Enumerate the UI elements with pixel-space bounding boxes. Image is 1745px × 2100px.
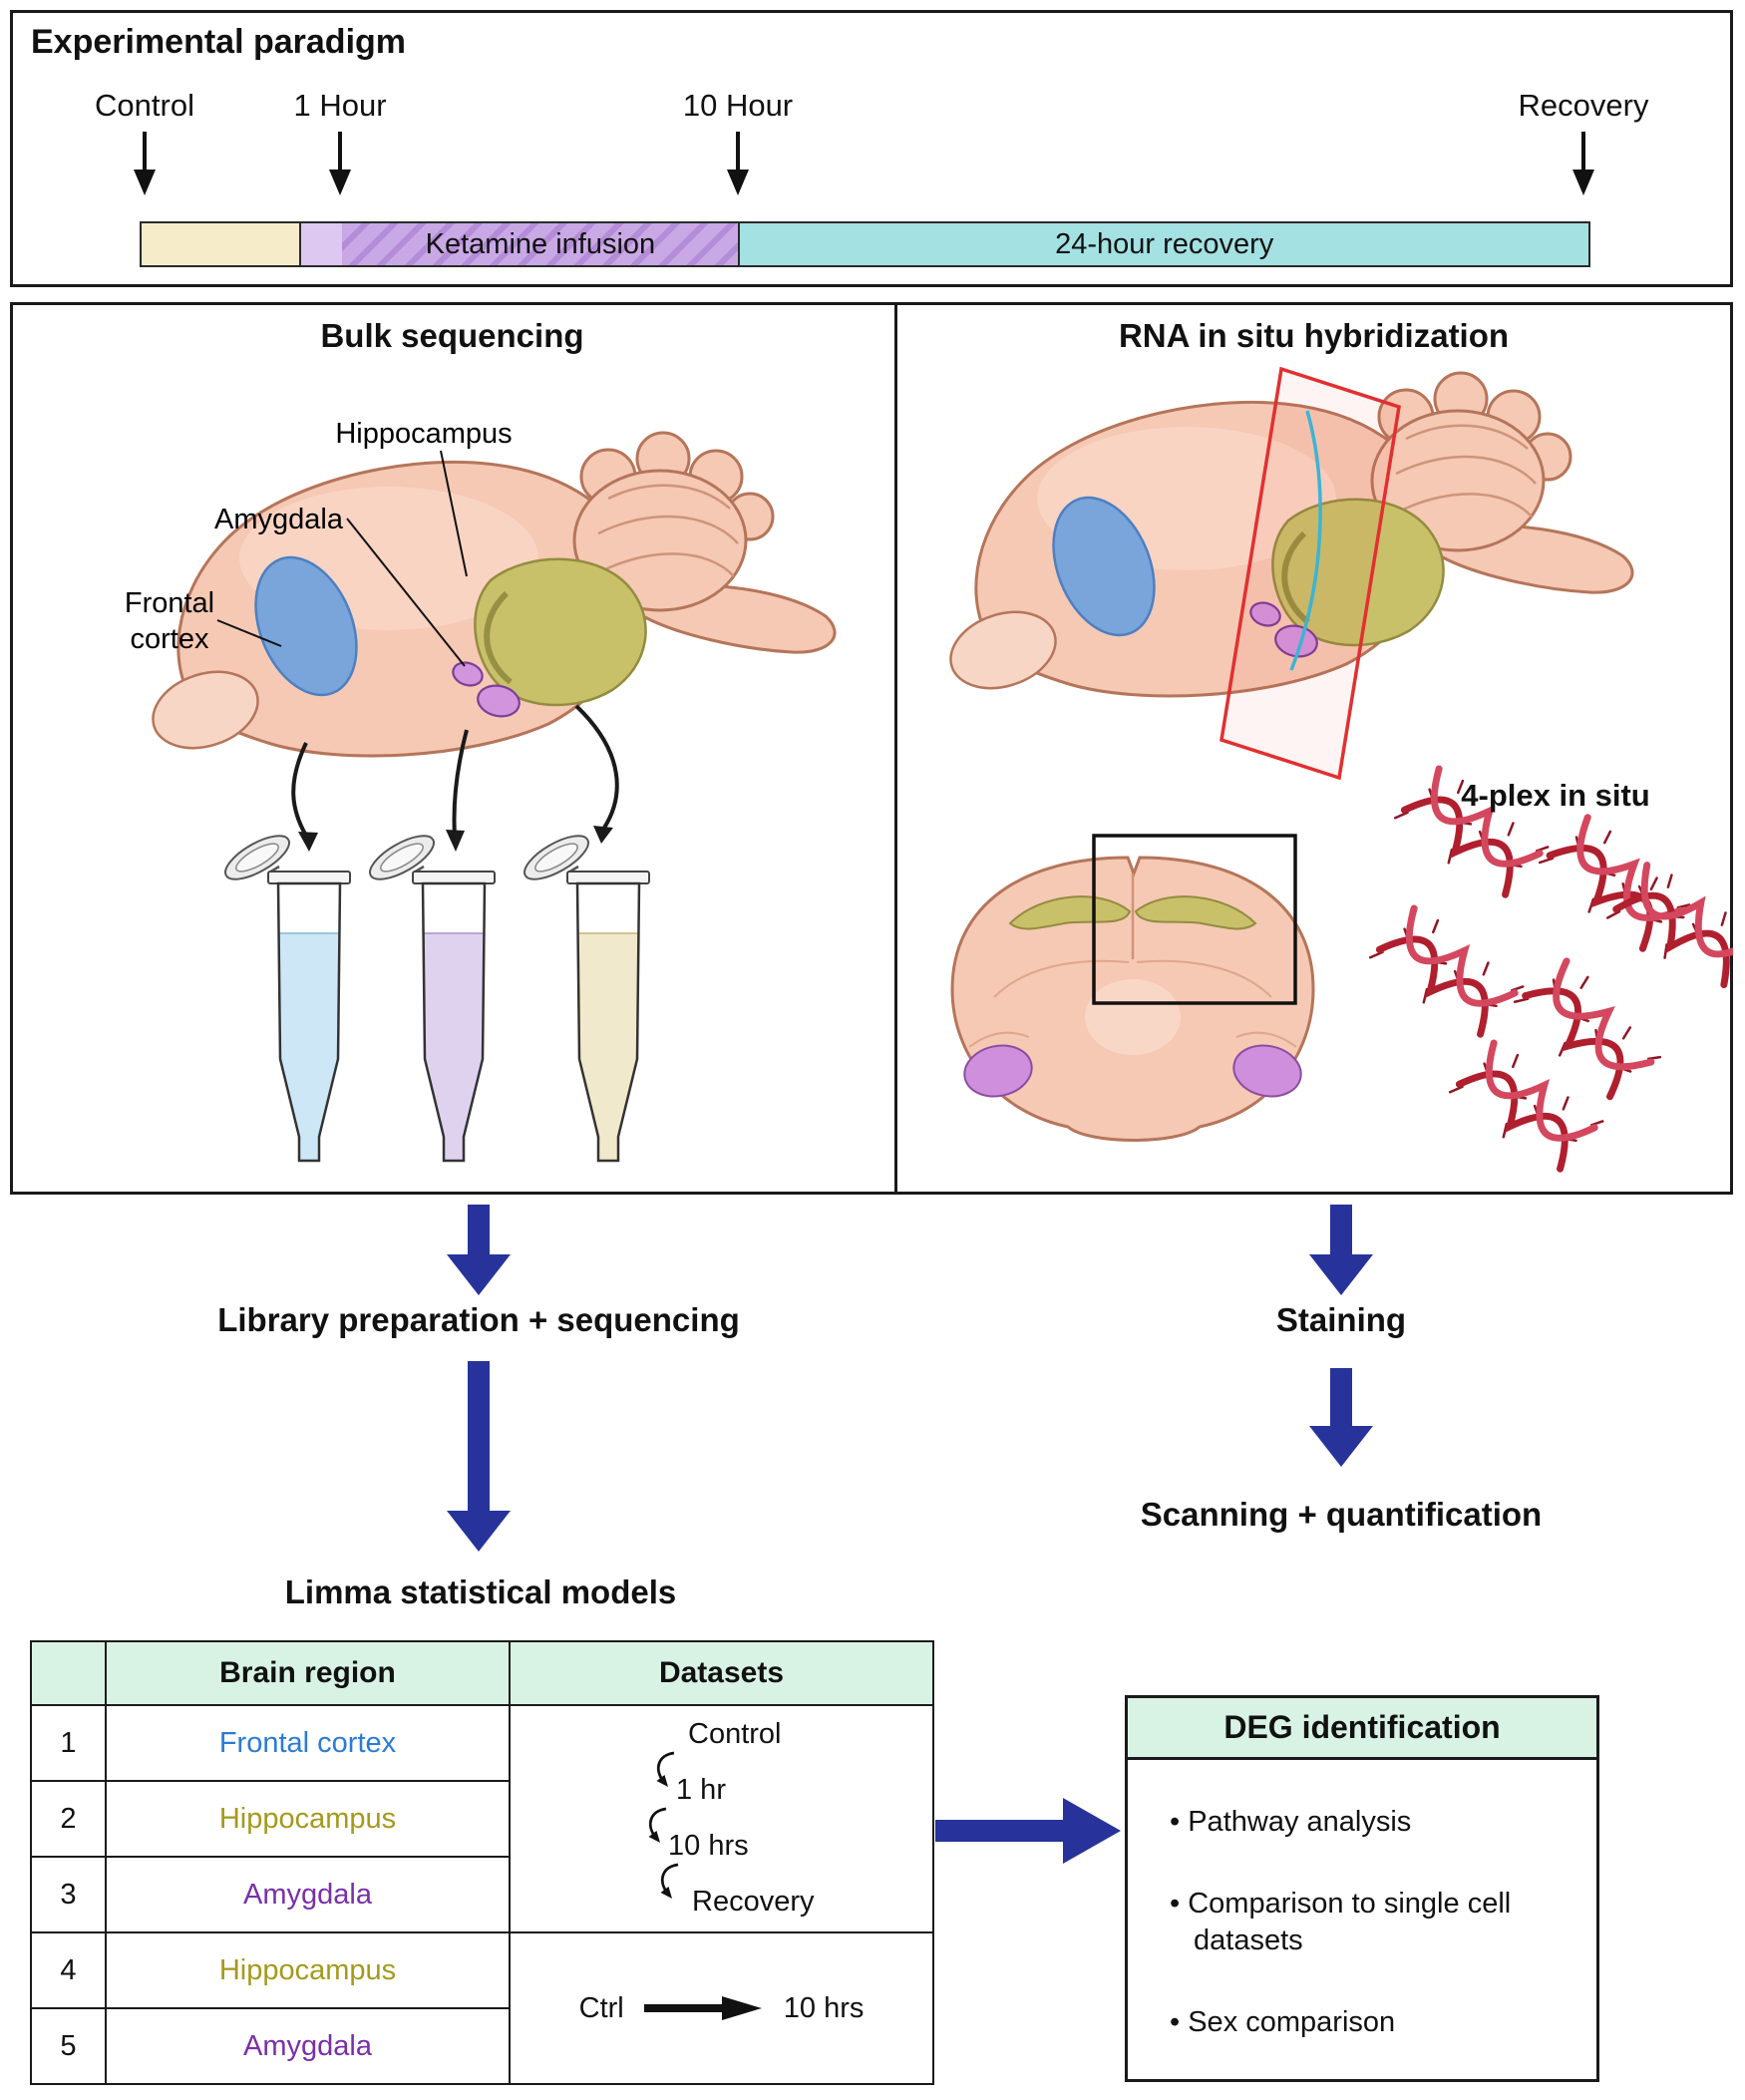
timeline-marker-recovery: Recovery — [1518, 88, 1649, 123]
panel-divider — [894, 305, 897, 1192]
timecourse-step-recovery: Recovery — [692, 1886, 815, 1918]
timeline-segment-ketamine: Ketamine infusion — [342, 223, 739, 265]
brain-region-header: Brain region — [105, 1640, 511, 1706]
flow-arrow-bulk-1 — [447, 1205, 511, 1295]
hippocampus-label: Hippocampus — [335, 418, 512, 450]
rna-helix-icon — [1450, 1034, 1602, 1180]
dissection-arrows — [291, 704, 619, 852]
region-cell-hippocampus: Hippocampus — [105, 1931, 511, 2009]
row-number: 4 — [30, 1931, 107, 2009]
scanning-label: Scanning + quantification — [1140, 1496, 1543, 1533]
rna-helix-icon — [1370, 899, 1523, 1045]
rna-helix-icon — [1515, 953, 1660, 1106]
timecourse-step-1hr: 1 hr — [676, 1774, 726, 1806]
timeline-bar: Ketamine infusion 24-hour recovery — [140, 221, 1590, 267]
timeline-segment-ketamine-lead — [298, 223, 343, 265]
timeline-segment-recovery: 24-hour recovery — [738, 223, 1589, 265]
rna-probes — [1370, 760, 1733, 1180]
ketamine-infusion-label: Ketamine infusion — [425, 227, 656, 260]
paradigm-title: Experimental paradigm — [31, 23, 407, 61]
section-plane-icon — [1220, 366, 1401, 781]
deg-bullet-list: Pathway analysis Comparison to single ce… — [1128, 1760, 1596, 2042]
rna-helix-icon — [1540, 809, 1689, 958]
region-cell-frontal-cortex: Frontal cortex — [105, 1704, 511, 1782]
deg-box: DEG identification Pathway analysis Comp… — [1125, 1695, 1599, 2082]
timeline-arrow-icon — [727, 132, 749, 195]
fourplex-label: 4-plex in situ — [1461, 778, 1650, 813]
amygdala-label: Amygdala — [214, 504, 344, 535]
flow-arrow-insitu-1 — [1309, 1205, 1373, 1295]
limma-label: Limma statistical models — [284, 1574, 677, 1610]
region-cell-hippocampus: Hippocampus — [105, 1780, 511, 1858]
datasets-timecourse-cell: Control 1 hr 10 hrs Recovery — [509, 1704, 934, 1933]
comparison-arrow-icon — [643, 1996, 762, 2020]
region-cell-amygdala: Amygdala — [105, 2007, 511, 2085]
coronal-section-icon — [950, 834, 1315, 1142]
row-number: 3 — [30, 1856, 107, 1933]
table-row: 3 Amygdala — [30, 1856, 933, 1933]
flow-arrow-insitu-2 — [1309, 1368, 1373, 1467]
deg-arrow — [935, 1798, 1121, 1864]
timeline-marker-control: Control — [95, 88, 194, 123]
bulk-sequencing-title: Bulk sequencing — [320, 317, 584, 354]
region-cell-amygdala: Amygdala — [105, 1856, 511, 1933]
table-row: 5 Amygdala — [30, 2007, 933, 2085]
limma-table: Brain region Datasets 1 Frontal cortex C… — [30, 1640, 934, 2085]
timeline-marker-1hour: 1 Hour — [293, 88, 387, 123]
table-row: 1 Frontal cortex Control 1 hr 10 hrs Rec… — [30, 1704, 934, 1933]
timeline-arrow-icon — [1572, 132, 1594, 195]
frontal-cortex-label-line2: cortex — [131, 623, 209, 655]
table-header-row: Brain region Datasets — [30, 1640, 934, 1706]
curved-arrow-icon — [656, 1751, 675, 1787]
corner-cell — [30, 1640, 107, 1706]
timecourse-step-control: Control — [688, 1718, 782, 1750]
timeline-arrow-icon — [329, 132, 351, 195]
table-row: 4 Hippocampus Ctrl 10 hrs — [30, 1931, 934, 2085]
datasets-header: Datasets — [509, 1640, 934, 1706]
datasets-comparison-cell: Ctrl 10 hrs — [509, 1931, 934, 2085]
timeline-marker-10hour: 10 Hour — [682, 88, 794, 123]
inset-box — [1092, 834, 1297, 1005]
deg-bullet-pathway: Pathway analysis — [1170, 1804, 1539, 1842]
curved-arrow-icon — [648, 1807, 667, 1843]
library-prep-label: Library preparation + sequencing — [217, 1301, 740, 1338]
brain-sagittal-icon — [144, 433, 836, 761]
table-row: 2 Hippocampus — [30, 1780, 933, 1858]
insitu-title: RNA in situ hybridization — [1118, 317, 1510, 354]
sample-tube-frontal — [224, 835, 351, 1163]
deg-bullet-sex: Sex comparison — [1170, 2004, 1539, 2042]
curved-arrow-icon — [660, 1863, 679, 1899]
bulk-illustration: Hippocampus Amygdala Frontal cortex — [125, 418, 894, 1163]
comparison-from: Ctrl — [578, 1991, 624, 2024]
row-number: 2 — [30, 1780, 107, 1858]
sample-tube-amygdala — [369, 835, 496, 1163]
insitu-illustration — [894, 366, 1733, 1195]
comparison-to: 10 hrs — [783, 1991, 865, 2024]
frontal-cortex-label-line1: Frontal — [125, 587, 214, 619]
timecourse-step-10hrs: 10 hrs — [668, 1830, 749, 1862]
deg-bullet-comparison: Comparison to single cell datasets — [1170, 1886, 1539, 1960]
timeline-segment-baseline — [142, 223, 299, 265]
row-number: 5 — [30, 2007, 107, 2085]
staining-label: Staining — [1275, 1301, 1407, 1338]
sample-tube-hippocampus — [524, 835, 650, 1163]
recovery-segment-label: 24-hour recovery — [1055, 227, 1274, 260]
flow-arrow-bulk-2 — [447, 1361, 511, 1552]
row-number: 1 — [30, 1704, 107, 1782]
timeline-arrow-icon — [134, 132, 156, 195]
deg-title: DEG identification — [1128, 1698, 1596, 1760]
